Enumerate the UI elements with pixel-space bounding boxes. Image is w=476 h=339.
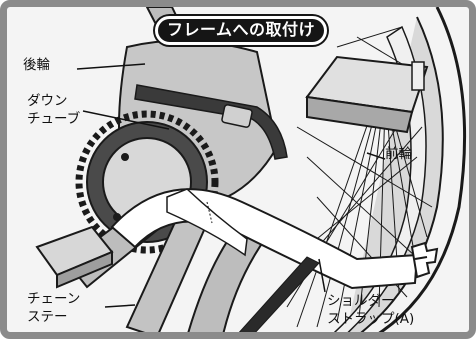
strap-wrap — [166, 188, 248, 257]
bicycle-illustration — [35, 7, 467, 332]
leader-lines — [76, 63, 386, 308]
label-chain-stay-line2: ステー — [27, 309, 68, 325]
diagram-title: フレームへの取付け — [155, 16, 327, 45]
front-wheel-rim-outer — [378, 7, 467, 332]
label-down-tube-line2: チューブ — [27, 111, 81, 127]
front-pedal-side — [306, 95, 414, 134]
label-front-wheel: 前輪 — [385, 146, 412, 162]
dark-band-strap — [134, 84, 288, 160]
hub-nut — [411, 61, 425, 91]
label-chain-stay-line1: チェーン — [27, 291, 81, 307]
label-shoulder-strap-line2: ストラップ(A) — [327, 311, 415, 327]
label-down-tube-line1: ダウン — [27, 93, 68, 109]
label-rear-wheel: 後輪 — [23, 57, 50, 73]
label-shoulder-strap-line1: ショルダー — [327, 293, 395, 309]
band-buckle — [221, 104, 253, 128]
strap-buckle — [410, 241, 439, 279]
